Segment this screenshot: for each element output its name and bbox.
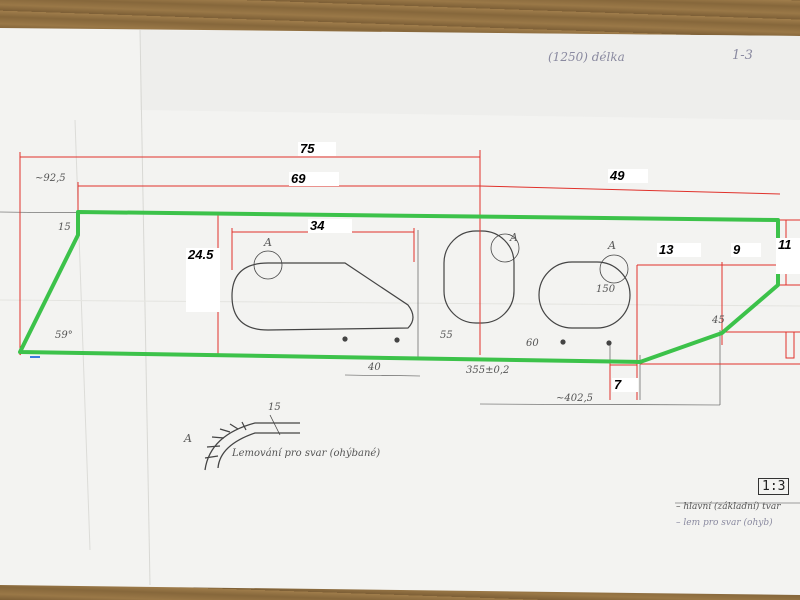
detail-circle-a — [253, 250, 283, 280]
detail-dim-note: 15 — [268, 402, 281, 413]
dimension-note-60: 60 — [526, 338, 539, 349]
detail-circle-a — [599, 254, 629, 284]
dimension-note-92-5: ~92,5 — [35, 173, 66, 184]
paper-fold — [0, 299, 800, 307]
sheet-number: 1-3 — [732, 48, 753, 63]
dimension-note-55: 55 — [440, 330, 453, 341]
dimension-label-13: 13 — [657, 243, 701, 257]
weld-detail-sketch — [204, 421, 247, 459]
detail-circle-a — [490, 233, 520, 263]
dimension-note-150: 150 — [596, 284, 616, 295]
paper-sheet-overlap — [140, 30, 800, 120]
hole-mark — [394, 337, 400, 343]
dimension-label-11: 11 — [776, 238, 800, 274]
rounded-cutout-middle — [443, 230, 515, 324]
hole-mark — [606, 340, 612, 346]
weld-detail-sketch — [217, 432, 300, 469]
dimension-lines — [19, 150, 800, 400]
detail-marker-a: A — [510, 231, 518, 244]
scale-indicator: 1:3 — [758, 478, 790, 495]
sheet-header-note: (1250) délka — [548, 50, 625, 64]
dimension-label-9: 9 — [731, 243, 761, 257]
detail-marker-a: A — [264, 236, 272, 249]
legend-line-weld: – lem pro svar (ohyb) — [676, 518, 773, 528]
hole-mark — [342, 336, 348, 342]
dimension-note-355: 355±0,2 — [466, 365, 510, 376]
dimension-label-69: 69 — [289, 172, 339, 186]
oval-cutout-right — [538, 261, 631, 329]
construction-line — [344, 374, 421, 377]
dimension-note-40: 40 — [368, 362, 381, 373]
detail-caption: Lemování pro svar (ohýbané) — [232, 448, 381, 459]
angle-note: 59° — [55, 330, 73, 341]
dimension-note-15: 15 — [58, 222, 71, 233]
dim-line-49 — [479, 185, 781, 195]
detail-dim-arrow — [269, 414, 281, 436]
hole-mark — [560, 339, 566, 345]
paper-sheet — [0, 28, 800, 595]
dimension-label-75: 75 — [298, 142, 336, 156]
legend-line-main: – hlavní (základní) tvar — [676, 502, 781, 512]
dimension-label-24-5: 24.5 — [186, 248, 220, 312]
detail-label-a: A — [184, 432, 192, 445]
dimension-note-402-5: ~402,5 — [556, 393, 594, 404]
construction-line — [479, 403, 721, 406]
dimension-note-45: 45 — [712, 315, 725, 326]
dimension-label-34: 34 — [308, 219, 352, 233]
detail-marker-a: A — [608, 239, 616, 252]
slot-cutout-left — [231, 262, 414, 331]
paper-fold — [139, 29, 151, 586]
dimension-label-7: 7 — [612, 378, 638, 392]
dim-box — [785, 331, 795, 359]
pencil-drawing — [0, 211, 800, 504]
dimension-label-49: 49 — [608, 169, 648, 183]
